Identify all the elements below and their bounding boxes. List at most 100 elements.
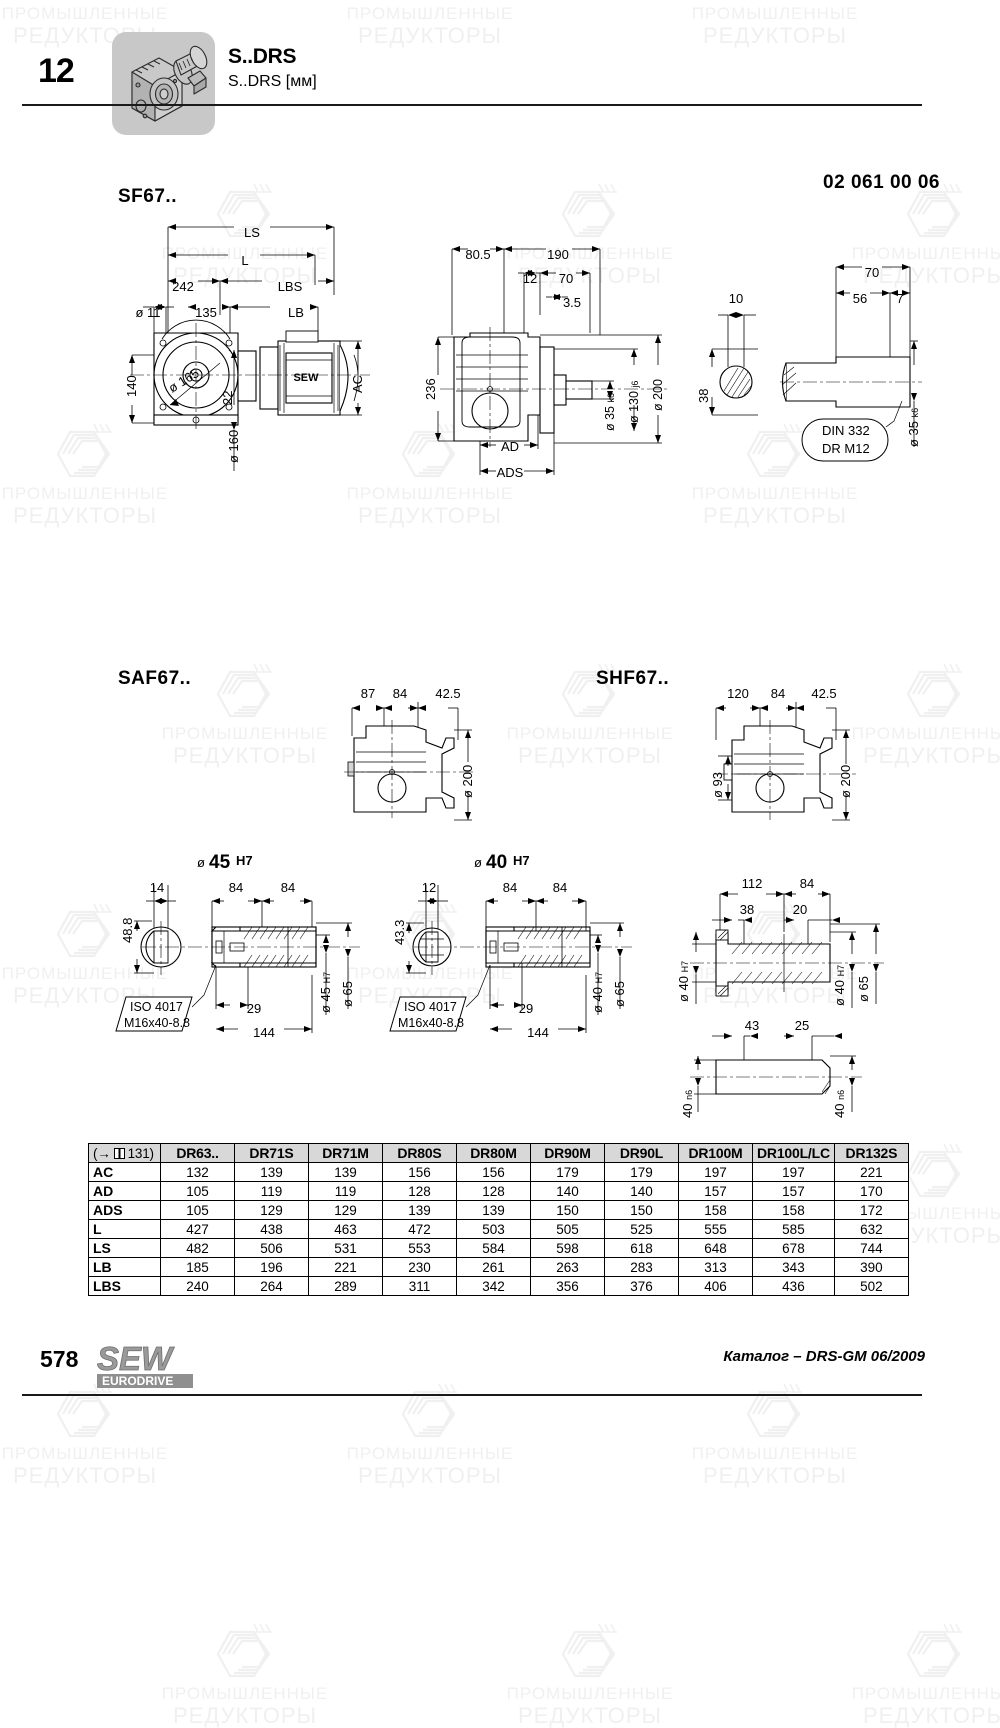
svg-text:45: 45 [209,852,231,873]
svg-text:ø 130 j6: ø 130 j6 [627,381,641,423]
sew-logo-sub: EURODRIVE [102,1374,173,1388]
svg-text:84: 84 [800,876,814,891]
table-col-1: DR71S [234,1143,309,1163]
table-col-2: DR71M [308,1143,383,1163]
cell-ac-7: 197 [678,1162,753,1182]
cell-l-7: 555 [678,1219,753,1239]
cell-ac-0: 132 [160,1162,235,1182]
table-row: LB 185 196 221 230 261 263 283 313 343 3… [88,1257,909,1277]
svg-text:ø 35 k6: ø 35 k6 [603,393,617,431]
svg-text:ADS: ADS [497,465,524,480]
svg-text:84: 84 [503,880,517,895]
svg-text:ø 35 k6: ø 35 k6 [906,408,921,447]
cell-ac-6: 179 [604,1162,679,1182]
svg-text:12: 12 [422,880,436,895]
page-title: S..DRS [228,45,297,68]
cell-lbs-9: 502 [833,1276,909,1296]
svg-text:ø 65: ø 65 [856,976,871,1002]
cell-ac-9: 221 [833,1162,909,1182]
table-row: ADS 105 129 129 139 139 150 150 158 158 … [88,1200,909,1220]
row-label-ads: ADS [88,1200,161,1220]
table-col-7: DR100M [678,1143,753,1163]
drawing-sf67: LS L LBS LB 242 135 ø 11 [110,215,990,490]
svg-text:242: 242 [172,279,194,294]
table-row: L 427 438 463 472 503 505 525 555 585 63… [88,1219,909,1239]
din332-note-line1: DIN 332 [822,423,870,438]
cell-ads-6: 150 [604,1200,679,1220]
cell-lb-6: 283 [604,1257,679,1277]
table-row: AC 132 139 139 156 156 179 179 197 197 2… [88,1162,909,1182]
svg-text:AD: AD [501,439,519,454]
sew-eurodrive-logo: SEW EURODRIVE [95,1336,195,1395]
svg-text:40 n6: 40 n6 [680,1090,695,1118]
cell-ad-7: 157 [678,1181,753,1201]
cell-ls-3: 553 [382,1238,457,1258]
svg-text:7: 7 [896,291,903,306]
cell-l-4: 503 [456,1219,531,1239]
svg-text:144: 144 [527,1025,549,1040]
svg-text:ø 40 H7: ø 40 H7 [676,961,691,1002]
reference-page-number: 131) [127,1145,154,1161]
cell-lbs-1: 264 [234,1276,309,1296]
svg-text:70: 70 [559,271,573,286]
table-col-8: DR100L/LC [752,1143,835,1163]
page-header: 12 [0,0,1000,135]
svg-text:L: L [241,253,248,268]
svg-text:ø 65: ø 65 [340,981,355,1007]
cell-ads-5: 150 [530,1200,605,1220]
catalog-reference: Каталог – DRS-GM 06/2009 [723,1348,925,1365]
title-block: S..DRS S..DRS [мм] [228,45,317,93]
iso-note-40-line1: ISO 4017 [404,1000,457,1014]
cell-lb-9: 390 [833,1257,909,1277]
cell-ad-4: 128 [456,1181,531,1201]
cell-ls-2: 531 [308,1238,383,1258]
cell-lbs-8: 436 [752,1276,835,1296]
table-col-9: DR132S [833,1143,909,1163]
cell-ac-3: 156 [382,1162,457,1182]
page-footer: 578 SEW EURODRIVE Каталог – DRS-GM 06/20… [0,1330,1000,1400]
din332-note-line2: DR M12 [822,441,870,456]
table-col-5: DR90M [530,1143,605,1163]
page-number: 578 [40,1346,79,1372]
cell-ac-1: 139 [234,1162,309,1182]
cell-ads-0: 105 [160,1200,235,1220]
cell-ad-2: 119 [308,1181,383,1201]
iso-note-40-line2: M16x40-8.8 [398,1016,464,1030]
drawing-hollow-shaft-40: ø 40 H7 12 43.3 84 84 29 144 ø 40 H7 ø 6… [382,845,672,1050]
hollow45-dia-symbol: ø [197,855,205,870]
table-col-6: DR90L [604,1143,679,1163]
cell-lbs-6: 376 [604,1276,679,1296]
svg-text:LS: LS [244,225,260,240]
svg-text:40: 40 [486,852,507,873]
header-divider [22,104,922,106]
svg-text:87: 87 [361,686,375,701]
svg-text:112: 112 [742,876,763,891]
svg-text:ø 40 H7: ø 40 H7 [832,965,847,1006]
svg-text:14: 14 [150,880,164,895]
row-label-ac: AC [88,1162,161,1182]
svg-text:H7: H7 [513,853,530,868]
arrow-reference-prefix: (→ [93,1145,111,1161]
cell-ad-6: 140 [604,1181,679,1201]
svg-text:84: 84 [553,880,567,895]
cell-ls-8: 678 [752,1238,835,1258]
cell-ad-1: 119 [234,1181,309,1201]
cell-l-6: 525 [604,1219,679,1239]
cell-ad-0: 105 [160,1181,235,1201]
cell-lb-8: 343 [752,1257,835,1277]
table-col-0: DR63.. [160,1143,235,1163]
svg-text:25: 25 [795,1018,809,1033]
cell-lb-7: 313 [678,1257,753,1277]
cell-ac-5: 179 [530,1162,605,1182]
svg-text:ø 200: ø 200 [838,765,853,798]
svg-text:10: 10 [729,291,743,306]
svg-text:12: 12 [523,271,537,286]
row-label-lbs: LBS [88,1276,161,1296]
sew-logo-main: SEW [97,1340,175,1377]
cell-ac-2: 139 [308,1162,383,1182]
svg-text:22: 22 [220,391,235,405]
drawing-shf67: 120 84 42.5 ø 93 ø 200 [700,680,890,845]
cell-lbs-4: 342 [456,1276,531,1296]
table-header-row: (→131) DR63.. DR71S DR71M DR80S DR80M DR… [88,1143,909,1163]
svg-text:144: 144 [253,1025,275,1040]
